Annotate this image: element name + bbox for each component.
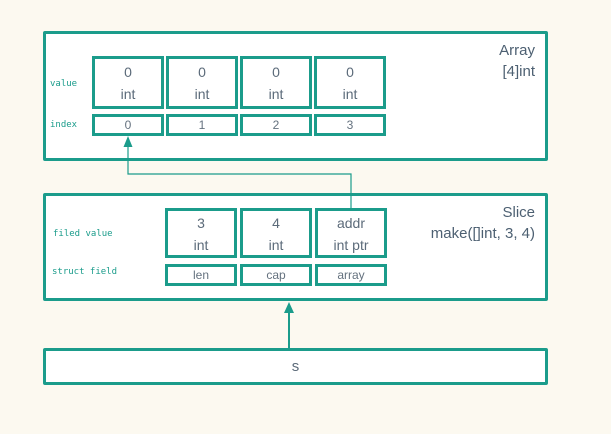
cell-type: int ptr — [333, 237, 369, 253]
array-value-cell-1: 0 int — [166, 56, 238, 109]
slice-box-title: Slice make([]int, 3, 4) — [431, 202, 535, 244]
slice-struct-cells: len cap array — [165, 264, 387, 286]
cell-value: 0 — [198, 64, 206, 80]
cell-value: 0 — [346, 64, 354, 80]
cell-type: int — [268, 237, 284, 253]
slice-field-cells: 3 int 4 int addr int ptr — [165, 208, 387, 258]
array-title-line1: Array — [499, 42, 535, 59]
cell-type: int — [120, 86, 136, 102]
slice-title-line2: make([]int, 3, 4) — [430, 225, 535, 242]
cell-value: addr — [336, 215, 366, 231]
struct-field-cell-len: len — [165, 264, 237, 286]
array-value-cell-3: 0 int — [314, 56, 386, 109]
array-index-cells: 0 1 2 3 — [92, 114, 386, 136]
array-value-cells: 0 int 0 int 0 int 0 int — [92, 56, 386, 109]
slice-array-ptr-cell: addr int ptr — [315, 208, 387, 258]
s-variable-label: s — [291, 358, 300, 375]
cell-value: 0 — [124, 64, 132, 80]
cell-type: int — [342, 86, 358, 102]
struct-field-row-label: struct field — [52, 267, 118, 277]
array-value-cell-2: 0 int — [240, 56, 312, 109]
cell-value: 0 — [272, 64, 280, 80]
array-title-line2: [4]int — [502, 63, 535, 80]
slice-cap-cell: 4 int — [240, 208, 312, 258]
array-value-cell-0: 0 int — [92, 56, 164, 109]
array-index-cell-2: 2 — [240, 114, 312, 136]
cell-type: int — [193, 237, 209, 253]
value-row-label: value — [50, 79, 78, 89]
cell-value: 3 — [197, 215, 205, 231]
arrowhead-to-slice — [284, 302, 294, 313]
field-value-row-label: filed value — [53, 229, 113, 239]
index-row-label: index — [50, 120, 78, 130]
slice-title-line1: Slice — [502, 204, 535, 221]
s-variable-box: s — [43, 348, 548, 385]
array-box-title: Array [4]int — [499, 40, 535, 82]
struct-field-cell-array: array — [315, 264, 387, 286]
array-index-cell-0: 0 — [92, 114, 164, 136]
struct-field-cell-cap: cap — [240, 264, 312, 286]
array-index-cell-1: 1 — [166, 114, 238, 136]
cell-value: 4 — [272, 215, 280, 231]
cell-type: int — [194, 86, 210, 102]
cell-type: int — [268, 86, 284, 102]
slice-len-cell: 3 int — [165, 208, 237, 258]
array-index-cell-3: 3 — [314, 114, 386, 136]
